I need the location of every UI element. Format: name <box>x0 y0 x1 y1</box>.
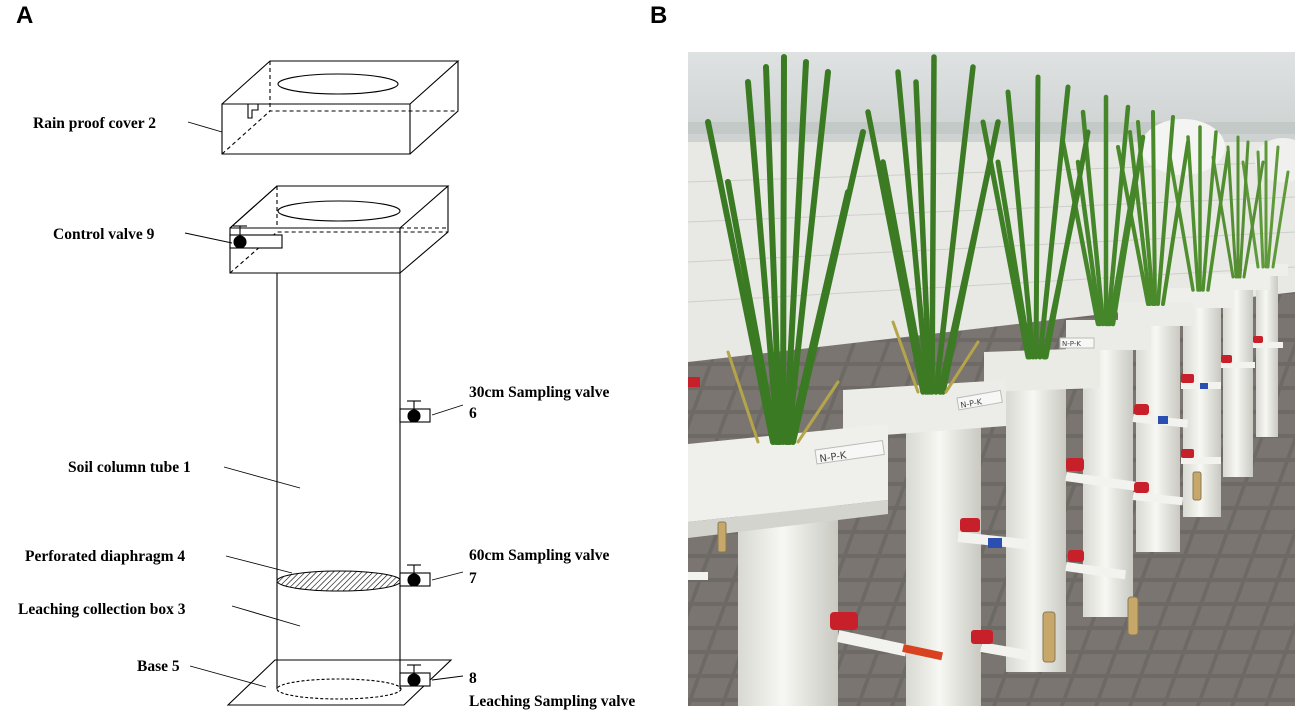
label-soil-column-tube: Soil column tube 1 <box>68 459 191 476</box>
sampling-valves <box>688 336 1283 661</box>
photo-illustration: N-P-K N-P-K N-P-K <box>688 52 1295 706</box>
tag-front: N-P-K <box>819 450 848 465</box>
label-leaching-collection-box: Leaching collection box 3 <box>18 601 186 618</box>
leader-lines <box>184 121 464 688</box>
tag-third: N-P-K <box>1062 340 1081 348</box>
label-leaching-number: 8 <box>469 670 477 687</box>
label-60cm-sampling-valve: 60cm Sampling valve <box>469 547 609 564</box>
control-valve-9 <box>229 225 283 249</box>
sample-bottles <box>717 471 1202 663</box>
soil-column-schematic: Rain proof cover 2 Control valve 9 30cm … <box>18 60 635 710</box>
rain-proof-cover <box>221 60 460 155</box>
experiment-photo: N-P-K N-P-K N-P-K <box>688 52 1295 706</box>
sampling-valve-6 <box>399 400 431 423</box>
column-label-tags: N-P-K N-P-K N-P-K <box>814 337 1095 465</box>
soil-columns <box>688 264 1288 706</box>
label-perforated-diaphragm: Perforated diaphragm 4 <box>25 548 185 565</box>
tag-second: N-P-K <box>960 397 984 410</box>
rice-plants <box>705 54 1290 445</box>
label-control-valve: Control valve 9 <box>53 226 155 243</box>
label-leaching-sampling-valve: Leaching Sampling valve <box>469 693 635 710</box>
label-30cm-sampling-valve: 30cm Sampling valve <box>469 384 609 401</box>
label-rain-proof-cover: Rain proof cover 2 <box>33 115 156 132</box>
sampling-valve-7 <box>399 564 431 587</box>
panel-a-letter: A <box>16 2 34 29</box>
base-plate <box>226 659 453 706</box>
perforated-diaphragm <box>276 570 402 592</box>
label-base: Base 5 <box>137 658 180 675</box>
column-top-box <box>229 185 450 274</box>
panel-b-letter: B <box>650 2 668 29</box>
soil-column-tube <box>276 273 401 689</box>
label-60cm-number: 7 <box>469 570 477 587</box>
leaching-sampling-valve-8 <box>399 664 431 687</box>
label-30cm-number: 6 <box>469 405 477 422</box>
